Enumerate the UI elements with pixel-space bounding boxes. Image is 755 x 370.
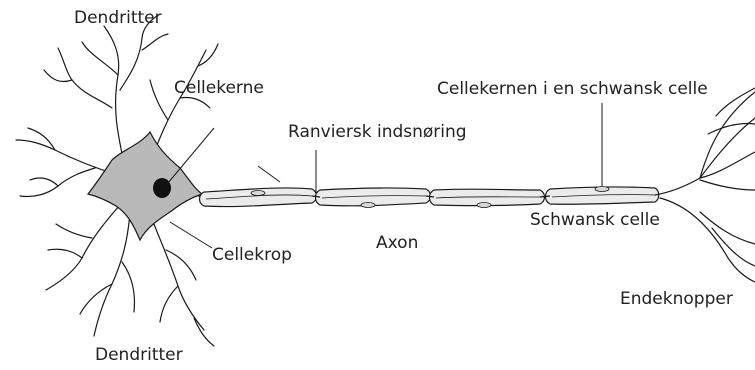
schwann-nucleus-4	[595, 187, 609, 192]
schwann-nucleus-3	[477, 203, 491, 208]
leader-nucleus	[168, 128, 214, 183]
label-cell-body: Cellekrop	[212, 245, 292, 265]
myelin-sheaths	[200, 187, 659, 208]
cell-body-shape	[88, 132, 202, 240]
label-schwann-nucleus: Cellekernen i en schwansk celle	[437, 79, 708, 99]
label-nucleus: Cellekerne	[174, 78, 264, 98]
label-schwann-cell: Schwansk celle	[530, 210, 660, 230]
label-dendrites-bottom: Dendritter	[95, 345, 183, 365]
label-terminals: Endeknopper	[620, 289, 733, 309]
leader-cell-body	[170, 222, 212, 248]
dendrites-lower	[46, 205, 214, 346]
label-axon: Axon	[376, 233, 418, 253]
nucleus-shape	[153, 178, 171, 198]
leader-axon-sheath	[258, 166, 280, 182]
schwann-nucleus-2	[361, 203, 375, 208]
label-dendrites-top: Dendritter	[74, 8, 162, 28]
label-node-of-ranvier: Ranviersk indsnøring	[288, 122, 467, 142]
axon-terminals	[655, 88, 755, 282]
schwann-nucleus-1	[251, 191, 265, 196]
